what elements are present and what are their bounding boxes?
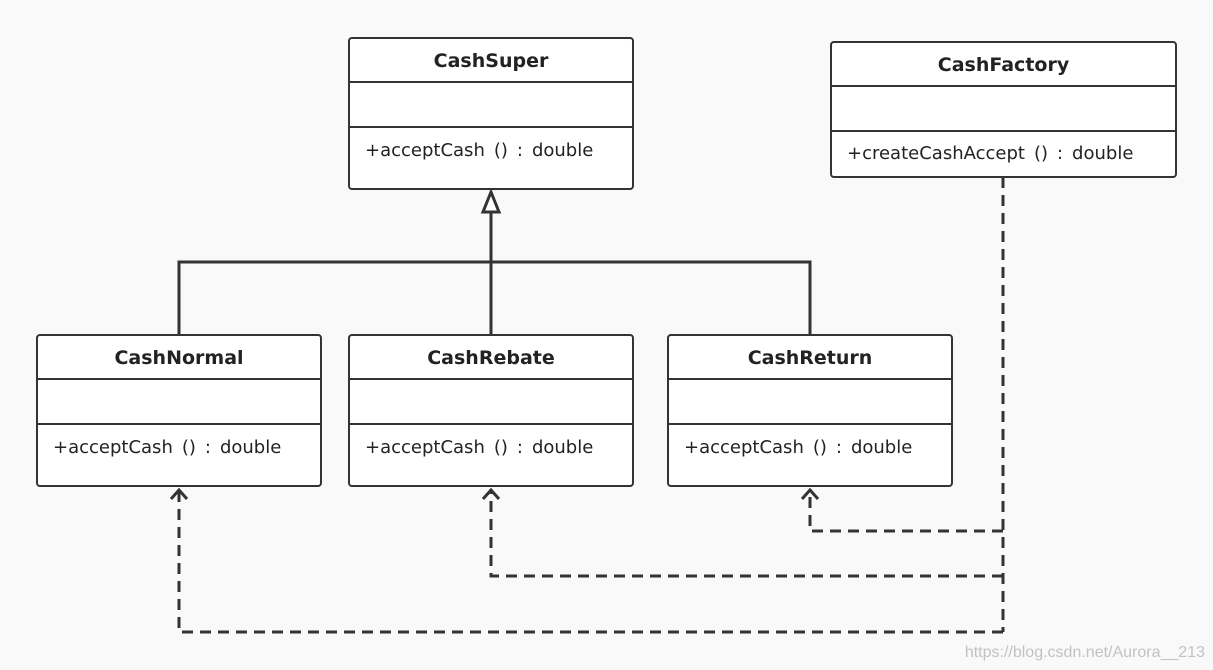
- generalization-line-cashnormal: [177, 260, 491, 334]
- watermark: https://blog.csdn.net/Aurora__213: [964, 644, 1205, 661]
- class-attributes: [38, 380, 320, 425]
- class-operation: +acceptCash () : double: [53, 437, 282, 458]
- class-cashnormal[interactable]: CashNormal +acceptCash () : double: [36, 334, 322, 487]
- dependency-arrowhead-cashnormal: [169, 487, 189, 500]
- generalization-arrowhead: [480, 187, 502, 214]
- dependency-line-cashreturn: [808, 491, 1003, 533]
- class-cashfactory[interactable]: CashFactory +createCashAccept () : doubl…: [830, 41, 1177, 178]
- class-attributes: [350, 83, 632, 128]
- class-operation: +createCashAccept () : double: [847, 143, 1134, 164]
- class-attributes: [350, 380, 632, 425]
- dependency-arrowhead-cashrebate: [481, 487, 501, 500]
- class-attributes: [832, 87, 1175, 132]
- class-name: CashRebate: [350, 336, 632, 380]
- dependency-line-cashrebate: [489, 491, 1003, 578]
- generalization-line-cashreturn: [491, 260, 812, 334]
- class-operation: +acceptCash () : double: [684, 437, 913, 458]
- class-name: CashSuper: [350, 39, 632, 83]
- class-name: CashFactory: [832, 43, 1175, 87]
- class-name: CashNormal: [38, 336, 320, 380]
- class-attributes: [669, 380, 951, 425]
- class-operation: +acceptCash () : double: [365, 437, 594, 458]
- dependency-line-cashnormal: [177, 491, 1003, 634]
- class-operation: +acceptCash () : double: [365, 140, 594, 161]
- class-name: CashReturn: [669, 336, 951, 380]
- class-cashreturn[interactable]: CashReturn +acceptCash () : double: [667, 334, 953, 487]
- class-cashsuper[interactable]: CashSuper +acceptCash () : double: [348, 37, 634, 190]
- class-cashrebate[interactable]: CashRebate +acceptCash () : double: [348, 334, 634, 487]
- dependency-arrowhead-cashreturn: [800, 487, 820, 500]
